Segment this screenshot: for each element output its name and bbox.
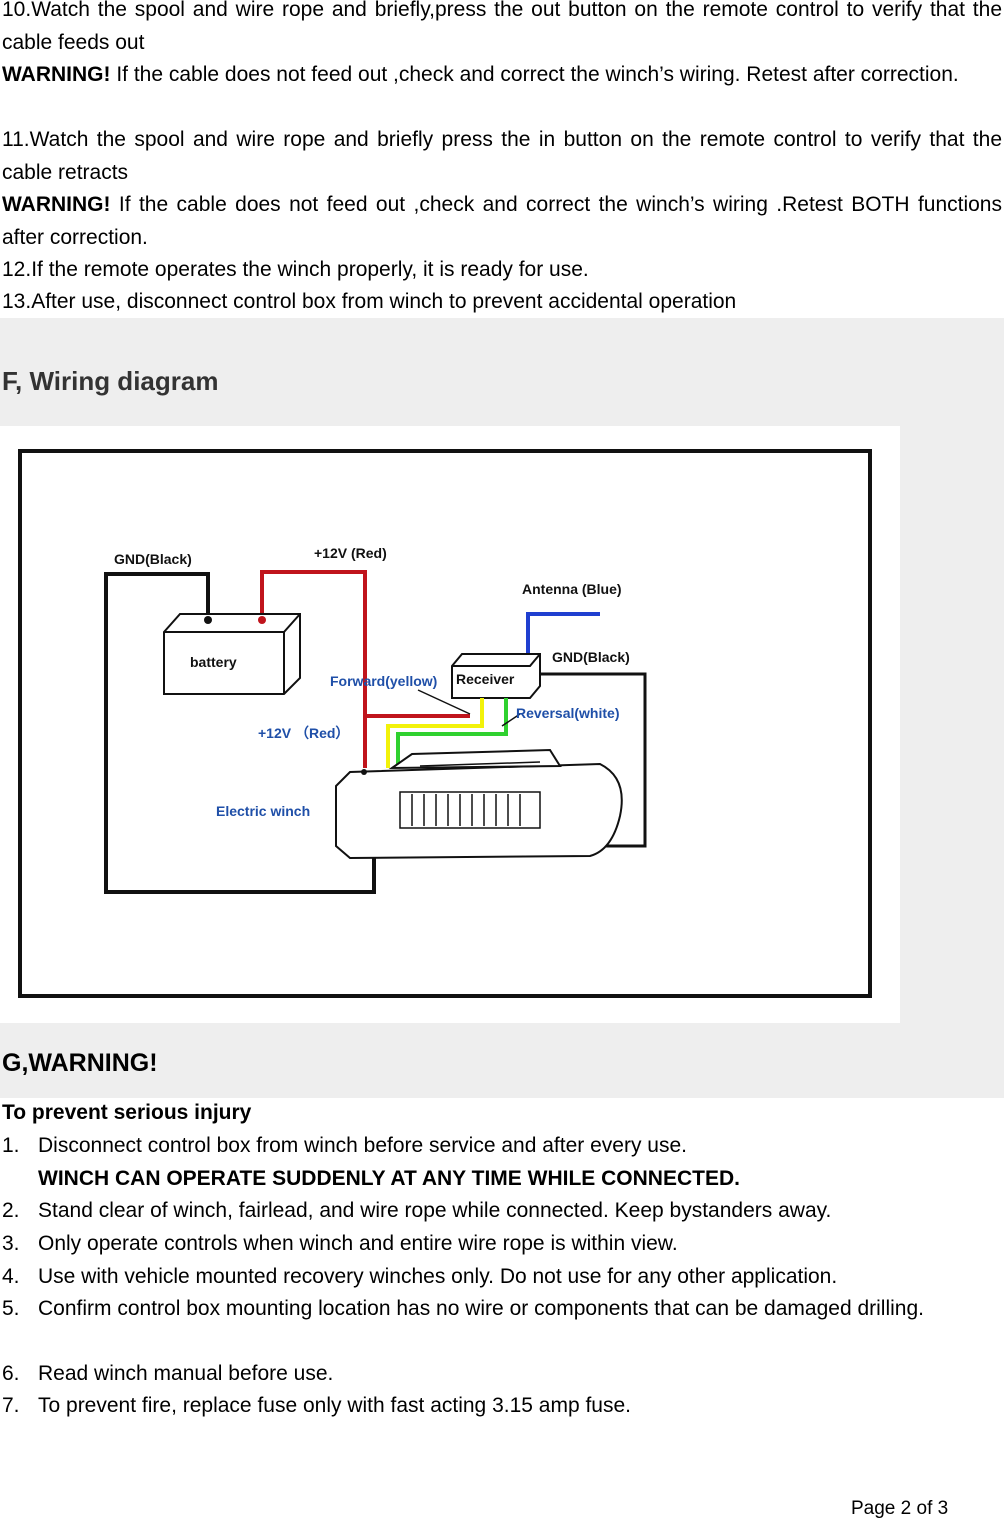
winch-detail [419,761,541,767]
list-item-text: Confirm control box mounting location ha… [38,1297,924,1320]
list-item-text: To prevent fire, replace fuse only with … [38,1394,631,1417]
reversal-arrow [501,713,521,727]
receiver-edge [452,653,541,667]
section-g-subtitle: To prevent serious injury [2,1101,252,1124]
label-antenna: Antenna (Blue) [522,581,622,597]
label-gnd-receiver: GND(Black) [552,649,630,665]
warning-1: WARNING! If the cable does not feed out … [2,59,1002,92]
battery-terminal-negative [204,616,212,624]
label-receiver: Receiver [456,671,515,687]
step-12: 12.If the remote operates the winch prop… [2,258,589,281]
winch-grille-lines [411,794,521,826]
step-11: 11.Watch the spool and wire rope and bri… [2,128,1002,184]
label-gnd-battery: GND(Black) [114,551,192,567]
red-wire [260,570,470,718]
warning-label: WARNING! [2,193,111,216]
wiring-diagram: GND(Black) +12V (Red) Antenna (Blue) GND… [0,426,900,1023]
winch-top [388,748,562,770]
list-item-text: Stand clear of winch, fairlead, and wire… [38,1199,832,1222]
label-reversal: Reversal(white) [516,705,619,721]
label-battery: battery [190,654,237,670]
winch-grille [399,791,541,829]
antenna-wire [526,612,600,658]
list-item: 1. Disconnect control box from winch bef… [2,1130,1002,1195]
wiring-diagram-svg: GND(Black) +12V (Red) Antenna (Blue) GND… [18,449,872,998]
battery-terminal-positive [258,616,266,624]
label-12v-winch: +12V （Red） [258,725,349,741]
list-item-text: Disconnect control box from winch before… [38,1130,1004,1195]
list-item-number: 3. [2,1232,20,1255]
gnd-wire-receiver [540,672,647,848]
forward-wire [386,698,484,768]
step-10: 10.Watch the spool and wire rope and bri… [2,0,1002,54]
warning-text: If the cable does not feed out ,check an… [110,63,959,86]
list-item-text: Use with vehicle mounted recovery winche… [38,1265,838,1288]
warning-2: WARNING! If the cable does not feed out … [2,189,1002,254]
list-item-bold: WINCH CAN OPERATE SUDDENLY AT ANY TIME W… [38,1166,740,1190]
diagram-frame [18,449,872,998]
battery-body [163,613,301,695]
list-item-number: 5. [2,1297,20,1320]
warning-label: WARNING! [2,63,111,86]
list-item-number: 4. [2,1265,20,1288]
forward-arrow [417,689,471,715]
winch-terminal [361,769,367,775]
section-f-title: F, Wiring diagram [2,366,219,396]
list-item-body: Disconnect control box from winch before… [38,1134,687,1157]
page-number: Page 2 of 3 [851,1498,949,1519]
label-electric-winch: Electric winch [216,803,310,819]
label-forward: Forward(yellow) [330,673,437,689]
section-g-title: G,WARNING! [2,1049,158,1077]
reversal-wire [396,698,508,768]
list-item-number: 2. [2,1199,20,1222]
warning-text: If the cable does not feed out ,check an… [2,193,1002,249]
list-item-text: Only operate controls when winch and ent… [38,1232,678,1255]
gnd-wire-battery [104,572,376,894]
list-item-number: 1. [2,1134,20,1157]
label-12v-top: +12V (Red) [314,545,387,561]
step-13: 13.After use, disconnect control box fro… [2,290,737,313]
list-item-number: 7. [2,1394,20,1417]
list-item-text: Read winch manual before use. [38,1362,334,1385]
list-item-number: 6. [2,1362,20,1385]
